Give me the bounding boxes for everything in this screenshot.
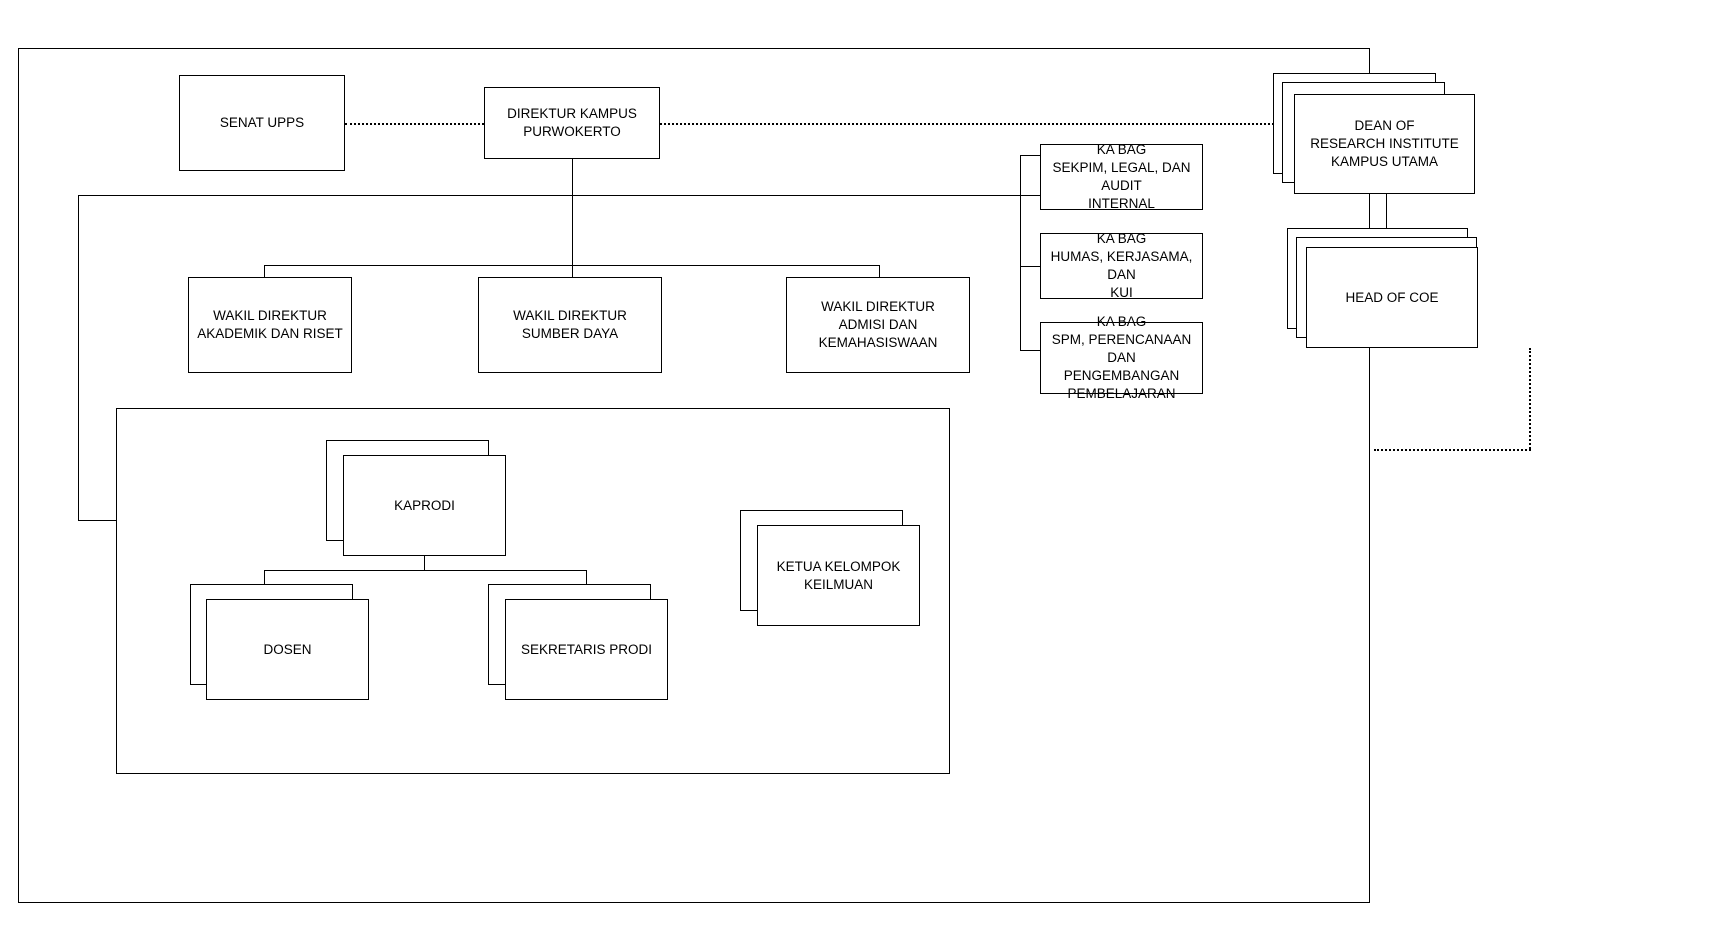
- connector-left-spine: [78, 195, 79, 520]
- node-wakil-direktur-akademik-dan-riset[interactable]: WAKIL DIREKTUR AKADEMIK DAN RISET: [188, 277, 352, 373]
- node-kabag-sekpim-legal-audit-internal[interactable]: KA BAG SEKPIM, LEGAL, DAN AUDIT INTERNAL: [1040, 142, 1203, 211]
- connector-kabag-humas: [1020, 266, 1040, 267]
- connector-dean-coe: [1386, 193, 1387, 238]
- node-dosen[interactable]: DOSEN: [206, 599, 369, 700]
- connector-coe-dotted-horizontal: [1374, 449, 1531, 451]
- connector-wakil-admisi-drop: [879, 265, 880, 278]
- connector-kaprodi-bus: [264, 570, 586, 571]
- connector-senat-direktur: [345, 123, 484, 125]
- node-kabag-humas-kerjasama-kui[interactable]: KA BAG HUMAS, KERJASAMA, DAN KUI: [1040, 231, 1203, 300]
- connector-kabag-sekpim: [1020, 155, 1040, 156]
- connector-left-spine-foot: [78, 520, 116, 521]
- connector-direktur-dean: [660, 123, 1294, 125]
- node-sekretaris-prodi[interactable]: SEKRETARIS PRODI: [505, 599, 668, 700]
- connector-wakil-akademik-drop: [264, 265, 265, 278]
- node-ketua-kelompok-keilmuan[interactable]: KETUA KELOMPOK KEILMUAN: [757, 525, 920, 626]
- node-senat-upps[interactable]: SENAT UPPS: [179, 75, 345, 171]
- node-head-of-coe[interactable]: HEAD OF COE: [1306, 247, 1478, 348]
- node-wakil-direktur-sumber-daya[interactable]: WAKIL DIREKTUR SUMBER DAYA: [478, 277, 662, 373]
- program-studi-boundary: [116, 408, 950, 774]
- node-dean-research-institute-kampus-utama[interactable]: DEAN OF RESEARCH INSTITUTE KAMPUS UTAMA: [1294, 94, 1475, 194]
- node-direktur-kampus-purwokerto[interactable]: DIREKTUR KAMPUS PURWOKERTO: [484, 87, 660, 159]
- connector-wakil-sumberdaya-drop: [572, 265, 573, 278]
- node-kaprodi[interactable]: KAPRODI: [343, 455, 506, 556]
- connector-direktur-stem: [572, 159, 573, 296]
- kampus-purwokerto-boundary: [18, 48, 1370, 903]
- connector-kabag-spine: [1020, 155, 1021, 350]
- connector-dosen-drop: [264, 570, 265, 584]
- node-kabag-spm-perencanaan-pengembangan-pembelajaran[interactable]: KA BAG SPM, PERENCANAAN DAN PENGEMBANGAN…: [1040, 314, 1203, 401]
- connector-staff-bus: [78, 195, 1132, 196]
- node-wakil-direktur-admisi-dan-kemahasiswaan[interactable]: WAKIL DIREKTUR ADMISI DAN KEMAHASISWAAN: [786, 277, 970, 373]
- connector-coe-dotted-vertical: [1529, 348, 1531, 449]
- connector-kabag-spm: [1020, 350, 1040, 351]
- connector-kaprodi-stem: [424, 556, 425, 570]
- connector-sekretaris-drop: [586, 570, 587, 584]
- connector-wakil-bus: [264, 265, 879, 266]
